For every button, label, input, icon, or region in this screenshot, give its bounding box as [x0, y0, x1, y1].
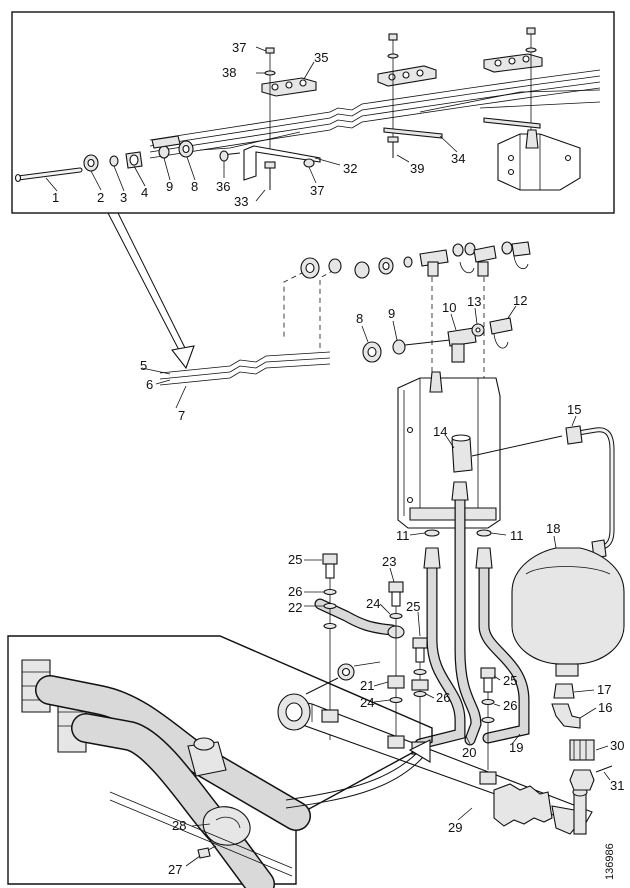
bracket-part-32	[243, 145, 321, 181]
hose-part-19	[475, 547, 530, 744]
washers-26-24	[323, 588, 495, 724]
callout-11-left: 11	[396, 528, 410, 543]
callout-13: 13	[467, 294, 481, 309]
callout-6: 6	[146, 377, 153, 392]
bolt-part-36	[219, 150, 241, 162]
callout-15: 15	[567, 402, 581, 417]
callout-9-top: 9	[166, 179, 173, 194]
ring-part-9	[392, 339, 406, 355]
hose-part-20	[414, 481, 482, 750]
callout-28: 28	[172, 818, 186, 833]
callout-8: 8	[356, 311, 363, 326]
callout-26-right: 26	[503, 698, 517, 713]
fitting-part-17	[553, 683, 575, 699]
callout-1: 1	[52, 190, 59, 205]
callout-27: 27	[168, 862, 182, 877]
connector-housing-top	[151, 135, 181, 149]
bolt-part-39	[387, 136, 399, 158]
callout-22: 22	[288, 600, 302, 615]
callout-26-mid: 26	[436, 690, 450, 705]
callout-5: 5	[140, 358, 147, 373]
bolt-part-33	[264, 161, 276, 190]
callout-3: 3	[120, 190, 127, 205]
callout-38: 38	[222, 65, 236, 80]
nut-part-8-top	[178, 140, 194, 158]
connector-part-4	[125, 151, 143, 169]
fitting-part-9-top	[158, 145, 170, 159]
callout-10: 10	[442, 300, 456, 315]
callout-36: 36	[216, 179, 230, 194]
callout-8-top: 8	[191, 179, 198, 194]
pipe-part-15	[565, 425, 615, 559]
callout-9: 9	[388, 306, 395, 321]
banjo-bolt-25-left	[322, 553, 338, 579]
callout-24-upper: 24	[366, 596, 380, 611]
banjo-part-21	[387, 675, 429, 691]
callout-12: 12	[513, 293, 527, 308]
clamp-right	[483, 27, 543, 140]
pipe-bundle-middle	[141, 351, 331, 409]
callout-4: 4	[141, 185, 148, 200]
projection-arrow	[107, 212, 195, 370]
callout-35: 35	[314, 50, 328, 65]
callout-30: 30	[610, 738, 624, 753]
pipe-bundle-top	[149, 69, 601, 159]
leaders-lower-middle	[304, 559, 501, 707]
nut-part-2	[83, 154, 99, 172]
valve-part-14	[451, 434, 563, 473]
callout-19: 19	[509, 740, 523, 755]
ring-part-3	[109, 155, 119, 167]
callout-33: 33	[234, 194, 248, 209]
callout-21: 21	[360, 678, 374, 693]
callout-25-left: 25	[288, 552, 302, 567]
fittings-row-upper	[300, 241, 531, 279]
callout-39: 39	[410, 161, 424, 176]
tee-part-10	[447, 327, 477, 347]
cap-part-30	[569, 739, 595, 761]
steering-cylinder-part-29	[277, 661, 593, 835]
hose-part-22	[314, 598, 405, 639]
callout-37-upper: 37	[232, 40, 246, 55]
nut-part-37-lower	[303, 158, 315, 168]
document-number: 136986	[604, 843, 616, 880]
callout-7: 7	[178, 408, 185, 423]
callout-2: 2	[97, 190, 104, 205]
banjo-bolt-25-mid	[412, 637, 428, 663]
banjo-bolt-25-right	[480, 667, 496, 693]
top-detail-frame	[11, 11, 615, 214]
top-detail-view: 1 2 3 4 9 8 36 33 37 32 39 34 37 38 35	[11, 11, 615, 214]
callout-16: 16	[598, 700, 612, 715]
callout-18: 18	[546, 521, 560, 536]
fittings-row-lower	[362, 317, 513, 363]
callout-31: 31	[610, 778, 624, 793]
callout-20: 20	[462, 745, 476, 760]
callout-37-lower: 37	[310, 183, 324, 198]
callout-32: 32	[343, 161, 357, 176]
callout-25-right: 25	[503, 673, 517, 688]
clamp-center	[377, 33, 437, 140]
main-bracket	[397, 371, 501, 529]
detail-inset-frame	[7, 635, 433, 885]
callout-14: 14	[433, 424, 447, 439]
curved-reference-arrow	[285, 739, 431, 809]
bottom-left-detail-view	[7, 635, 433, 888]
callout-26-left: 26	[288, 584, 302, 599]
leaders-top	[45, 46, 458, 202]
clamp-part-35	[261, 47, 317, 150]
elbow-part-16	[551, 703, 581, 729]
callout-34: 34	[451, 151, 465, 166]
accumulator-part-18	[511, 547, 625, 677]
bracket-top-right	[497, 129, 581, 191]
banjo-bolt-23	[388, 581, 404, 607]
nut-part-31	[569, 765, 613, 791]
callout-29: 29	[448, 820, 462, 835]
pipe-part-1	[14, 167, 83, 183]
callout-23: 23	[382, 554, 396, 569]
callout-17: 17	[597, 682, 611, 697]
cap-part-12	[489, 317, 513, 335]
callout-25-mid: 25	[406, 599, 420, 614]
leaders-middle	[361, 305, 517, 343]
callout-11-right: 11	[510, 528, 524, 543]
